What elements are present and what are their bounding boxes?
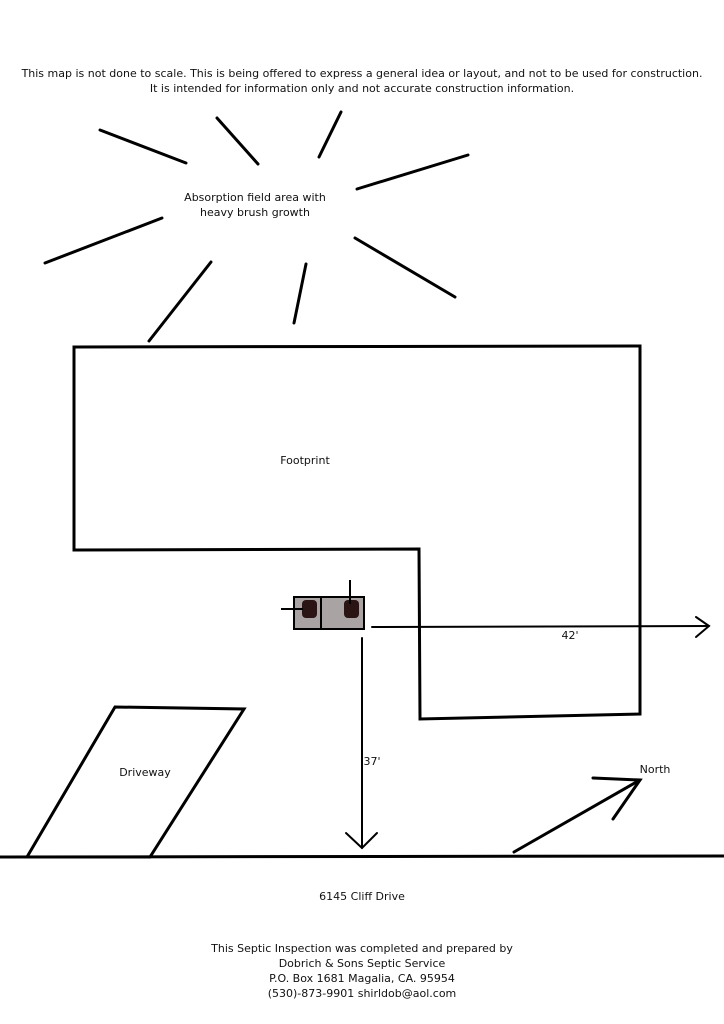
driveway-outline: [24, 705, 247, 859]
septic-tank-lid-inlet: [302, 600, 317, 618]
dimension-arrow-east: [371, 616, 711, 638]
house-footprint: [72, 344, 642, 721]
street-line: [0, 854, 724, 859]
septic-tank-lid-outlet: [344, 600, 359, 618]
absorption-field-rays: [43, 110, 470, 343]
disclaimer-line-1: This map is not done to scale. This is b…: [21, 67, 703, 80]
driveway-label: Driveway: [119, 766, 171, 779]
absorption-ray: [147, 260, 213, 343]
absorption-label-line-2: heavy brush growth: [200, 206, 310, 219]
footer-line-1: This Septic Inspection was completed and…: [211, 942, 513, 955]
dimension-arrow-south: [345, 637, 378, 850]
dimension-east-label: 42': [561, 629, 579, 642]
absorption-ray: [98, 128, 188, 165]
north-arrow: [512, 776, 643, 854]
absorption-label-line-1: Absorption field area with: [184, 191, 326, 204]
dimension-south-label: 37': [363, 755, 381, 768]
disclaimer: This map is not done to scale. This is b…: [0, 66, 724, 96]
absorption-ray: [317, 110, 343, 159]
absorption-field-label: Absorption field area with heavy brush g…: [160, 190, 350, 220]
street-address: 6145 Cliff Drive: [319, 890, 405, 903]
footer-line-3: P.O. Box 1681 Magalia, CA. 95954: [269, 972, 455, 985]
footer-line-4: (530)-873-9901 shirldob@aol.com: [267, 987, 457, 1000]
absorption-ray: [355, 153, 470, 191]
footprint-label: Footprint: [280, 454, 330, 467]
disclaimer-line-2: It is intended for information only and …: [149, 82, 575, 95]
absorption-ray: [43, 216, 164, 265]
footer-credits: This Septic Inspection was completed and…: [0, 941, 724, 1001]
footer-line-2: Dobrich & Sons Septic Service: [278, 957, 446, 970]
absorption-ray: [292, 262, 308, 325]
absorption-ray: [353, 236, 457, 299]
absorption-ray: [215, 116, 260, 166]
north-label: North: [639, 763, 671, 776]
septic-tank: [281, 580, 365, 630]
